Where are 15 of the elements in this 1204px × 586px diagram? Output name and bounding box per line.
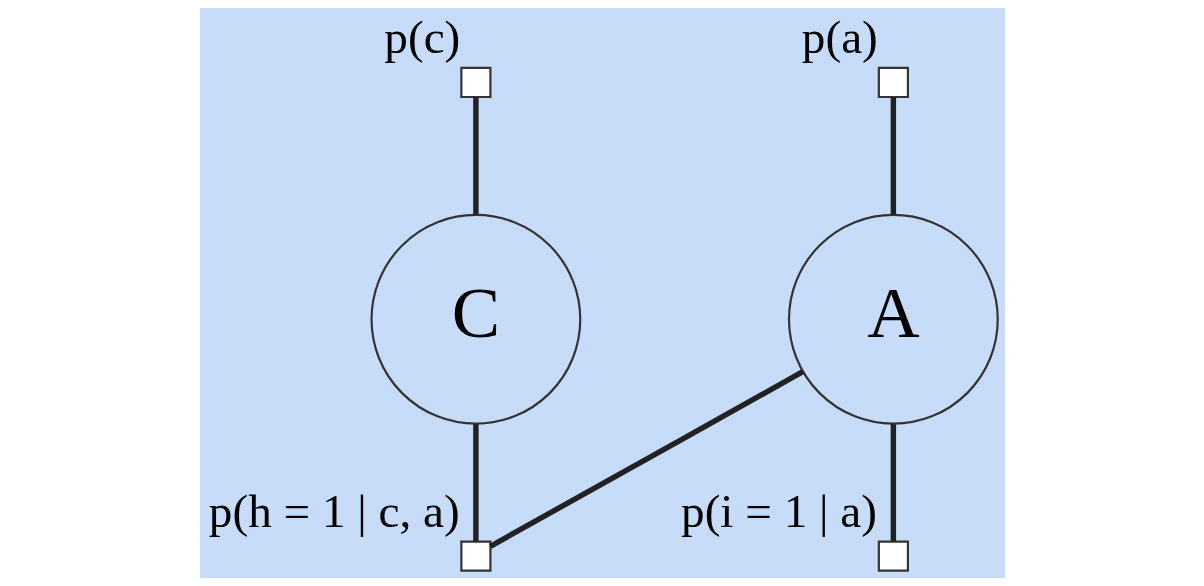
connector: [472, 424, 479, 542]
node-box: [877, 540, 909, 572]
node-label: p(i = 1 | a): [680, 484, 877, 537]
node-label: p(c): [383, 11, 460, 64]
connector: [890, 424, 896, 542]
node-label: p(h = 1 | c, a): [208, 484, 460, 537]
connector: [472, 97, 479, 215]
node-circle: A: [787, 213, 999, 425]
connector: [890, 97, 896, 215]
node-box: [877, 66, 909, 99]
node-box: [459, 540, 491, 572]
node-label: p(a): [801, 11, 878, 64]
connector: [488, 369, 804, 549]
node-box: [459, 66, 491, 99]
node-circle: C: [369, 213, 581, 425]
